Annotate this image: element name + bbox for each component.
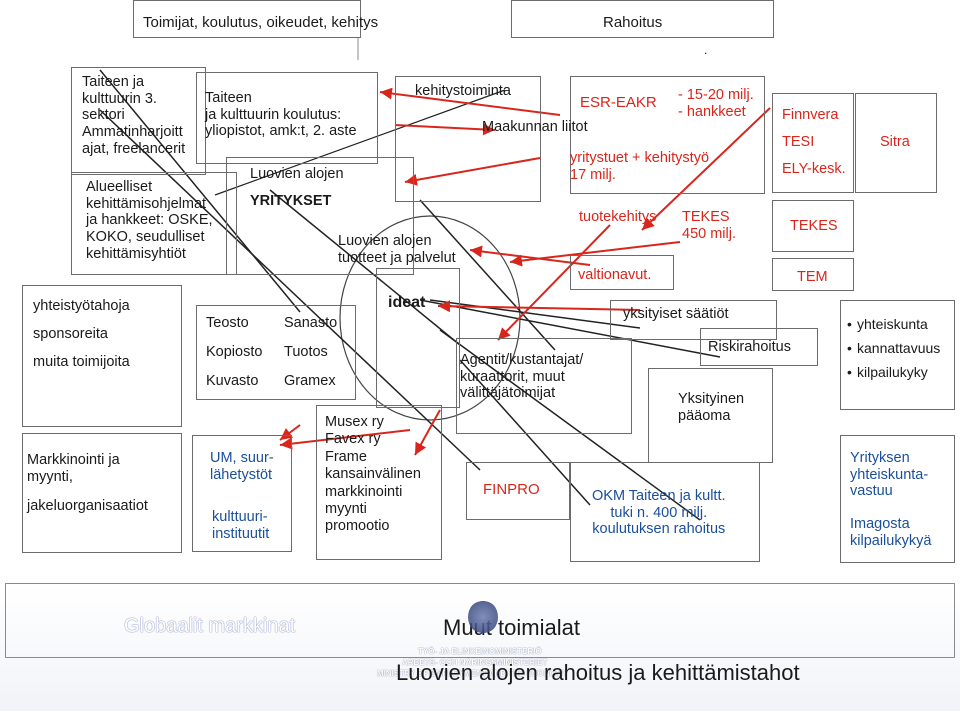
regional-box bbox=[71, 172, 237, 275]
marketing-distribution: jakeluorganisaatiot bbox=[27, 498, 148, 514]
foundations-box bbox=[610, 300, 777, 340]
goals-box bbox=[840, 300, 955, 410]
state-aid-box bbox=[570, 255, 674, 290]
esr-label: ESR-EAKR bbox=[580, 94, 657, 111]
sector3-text: Taiteen ja kulttuurin 3. sektori Ammatin… bbox=[82, 74, 186, 157]
okm-text: OKM Taiteen ja kultt. tuki n. 400 milj. … bbox=[592, 488, 726, 538]
goal-profitability: kannattavuus bbox=[847, 340, 940, 356]
actors-header-title: Toimijat, koulutus, oikeudet, kehitys bbox=[143, 14, 379, 31]
partners-item-2: sponsoreita bbox=[33, 326, 108, 342]
tem-box bbox=[772, 258, 854, 291]
rights-tuotos: Tuotos bbox=[284, 344, 328, 360]
development-label: kehitystoiminta bbox=[415, 83, 511, 99]
rights-gramex: Gramex bbox=[284, 373, 336, 389]
institutes-text: kulttuuri- instituutit bbox=[212, 509, 270, 542]
export-text: Musex ry Favex ry Frame kansainvälinen m… bbox=[325, 414, 421, 535]
finpro-box bbox=[466, 462, 570, 520]
imago-text: Imagosta kilpailukykyä bbox=[850, 516, 932, 549]
regional-councils: Maakunnan liitot bbox=[482, 119, 588, 135]
rights-kopiosto: Kopiosto bbox=[206, 344, 263, 360]
rights-box bbox=[196, 305, 356, 400]
finpro-label: FINPRO bbox=[483, 481, 540, 498]
export-box bbox=[316, 405, 442, 560]
ideas-label: ideat bbox=[388, 294, 426, 311]
ely-label: ELY-kesk. bbox=[782, 161, 846, 177]
funding-header-box bbox=[511, 0, 774, 38]
state-aid-label: valtionavut. bbox=[578, 267, 652, 283]
tekes-box bbox=[772, 200, 854, 252]
tekes-label: TEKES bbox=[790, 218, 838, 234]
funding-header-title: Rahoitus bbox=[603, 14, 663, 31]
goal-society: yhteiskunta bbox=[847, 316, 940, 332]
education-text: Taiteen ja kulttuurin koulutus: yliopist… bbox=[205, 90, 357, 140]
other-industries-label: Muut toimialat bbox=[443, 615, 580, 640]
esr-amount: - 15-20 milj. - hankkeet bbox=[678, 87, 754, 120]
esr-box bbox=[570, 76, 765, 194]
risk-box bbox=[700, 328, 818, 366]
ministry-line-2: ARBETS- OCH NÄRINGSMINISTERIET bbox=[402, 658, 548, 667]
private-label: Yksityinen pääoma bbox=[678, 391, 745, 424]
partners-box bbox=[22, 285, 182, 427]
ideas-box bbox=[376, 268, 460, 408]
business-support: yritystuet + kehitystyö 17 milj. bbox=[570, 150, 710, 183]
tesi-label: TESI bbox=[782, 134, 815, 150]
sitra-box bbox=[855, 93, 937, 193]
finnvera-box bbox=[772, 93, 854, 193]
okm-box bbox=[570, 462, 760, 562]
goals-list: yhteiskunta kannattavuus kilpailukyky bbox=[847, 316, 940, 388]
marketing-text: Markkinointi ja myynti, bbox=[27, 452, 120, 485]
tekes-amount: TEKES 450 milj. bbox=[682, 209, 736, 242]
partners-item-1: yhteistyötahoja bbox=[33, 298, 130, 314]
page-title: Luovien alojen rahoitus ja kehittämistah… bbox=[396, 660, 800, 685]
rights-sanasto: Sanasto bbox=[284, 315, 338, 331]
embassies-box bbox=[192, 435, 292, 552]
agents-box bbox=[456, 338, 632, 434]
tem-label: TEM bbox=[797, 269, 828, 285]
foundations-label: yksityiset säätiöt bbox=[623, 306, 729, 322]
actors-header-box bbox=[133, 0, 361, 38]
education-box bbox=[196, 72, 378, 164]
agents-text: Agentit/kustantajat/ kuraattorit, muut v… bbox=[460, 352, 584, 402]
ministry-logo-icon bbox=[468, 600, 498, 634]
embassies-text: UM, suur- lähetystöt bbox=[210, 450, 274, 483]
sitra-label: Sitra bbox=[880, 134, 910, 150]
regional-text: Alueelliset kehittämisohjelmat ja hankke… bbox=[86, 179, 213, 262]
creative-heading: Luovien alojen bbox=[250, 166, 344, 182]
global-markets-box bbox=[5, 583, 955, 658]
companies-box bbox=[226, 157, 414, 275]
products-text: Luovien alojen tuotteet ja palvelut bbox=[338, 233, 456, 266]
csr-box bbox=[840, 435, 955, 563]
csr-text: Yrityksen yhteiskunta- vastuu bbox=[850, 450, 929, 500]
rights-kuvasto: Kuvasto bbox=[206, 373, 259, 389]
global-markets-label: Globaalit markkinat bbox=[124, 615, 296, 637]
rights-teosto: Teosto bbox=[206, 315, 249, 331]
ministry-line-1: TYÖ- JA ELINKEINOMINISTERIÖ bbox=[418, 647, 542, 656]
ministry-line-3: MINISTRY OF EMPLOYMENT AND THE ECONOMY bbox=[377, 669, 568, 678]
companies-label: YRITYKSET bbox=[250, 193, 332, 209]
finnvera-label: Finnvera bbox=[782, 107, 839, 123]
goal-competitiveness: kilpailukyky bbox=[847, 364, 940, 380]
partners-item-3: muita toimijoita bbox=[33, 354, 130, 370]
risk-label: Riskirahoitus bbox=[708, 339, 791, 355]
sector3-box bbox=[71, 67, 206, 175]
header-dot: . bbox=[704, 43, 708, 57]
development-box bbox=[395, 76, 541, 202]
marketing-box bbox=[22, 433, 182, 553]
product-development: tuotekehitys bbox=[579, 209, 657, 225]
